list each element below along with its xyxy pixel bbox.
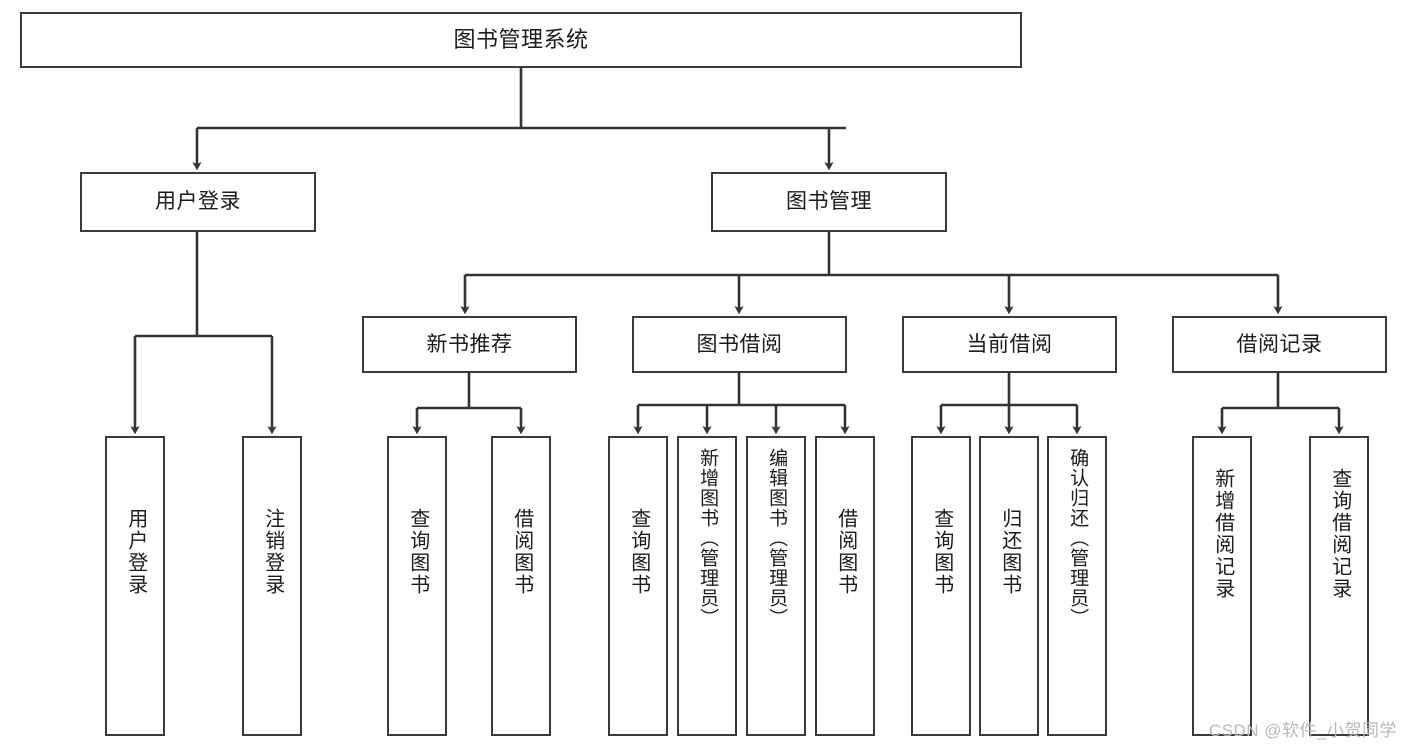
leaf-edit-book-admin[interactable]: 编辑图书（管理员） [746,436,806,736]
leaf-confirm-return-admin-label: 确认归还（管理员） [1067,448,1089,628]
csdn-watermark: CSDN @软件_小贺同学 [1208,721,1397,740]
node-current-borrow[interactable]: 当前借阅 [902,316,1117,373]
leaf-borrow-book-borrow-label: 借阅图书 [834,508,857,596]
node-borrow-record-label: 借阅记录 [1236,332,1323,356]
leaf-add-book-admin[interactable]: 新增图书（管理员） [677,436,737,736]
node-user-login[interactable]: 用户登录 [80,172,316,232]
node-user-login-label: 用户登录 [155,190,241,214]
node-new-book-recommend-label: 新书推荐 [426,332,513,356]
leaf-query-book-new-label: 查询图书 [406,508,429,596]
leaf-query-borrow-record-label: 查询借阅记录 [1328,468,1351,600]
leaf-query-borrow-record[interactable]: 查询借阅记录 [1309,436,1369,736]
leaf-add-borrow-record[interactable]: 新增借阅记录 [1192,436,1252,736]
leaf-query-book-borrow[interactable]: 查询图书 [608,436,668,736]
leaf-query-book-new[interactable]: 查询图书 [387,436,447,736]
leaf-return-book-label: 归还图书 [998,508,1021,596]
node-current-borrow-label: 当前借阅 [966,332,1053,356]
node-root-system[interactable]: 图书管理系统 [20,12,1022,68]
node-borrow-record[interactable]: 借阅记录 [1172,316,1387,373]
leaf-add-book-admin-label: 新增图书（管理员） [697,448,719,628]
leaf-confirm-return-admin[interactable]: 确认归还（管理员） [1047,436,1107,736]
leaf-logout-login[interactable]: 注销登录 [242,436,302,736]
node-book-management[interactable]: 图书管理 [711,172,947,232]
leaf-query-book-borrow-label: 查询图书 [627,508,650,596]
leaf-borrow-book-borrow[interactable]: 借阅图书 [815,436,875,736]
node-root-system-label: 图书管理系统 [453,26,589,52]
node-book-borrow[interactable]: 图书借阅 [632,316,847,373]
leaf-logout-login-label: 注销登录 [261,508,284,596]
leaf-add-borrow-record-label: 新增借阅记录 [1211,468,1234,600]
leaf-borrow-book-new[interactable]: 借阅图书 [491,436,551,736]
leaf-query-book-current[interactable]: 查询图书 [911,436,971,736]
leaf-edit-book-admin-label: 编辑图书（管理员） [766,448,788,628]
node-book-borrow-label: 图书借阅 [696,332,783,356]
node-new-book-recommend[interactable]: 新书推荐 [362,316,577,373]
leaf-user-login[interactable]: 用户登录 [105,436,165,736]
node-book-management-label: 图书管理 [786,190,872,214]
leaf-query-book-current-label: 查询图书 [930,508,953,596]
leaf-borrow-book-new-label: 借阅图书 [510,508,533,596]
leaf-user-login-label: 用户登录 [124,508,147,596]
leaf-return-book[interactable]: 归还图书 [979,436,1039,736]
